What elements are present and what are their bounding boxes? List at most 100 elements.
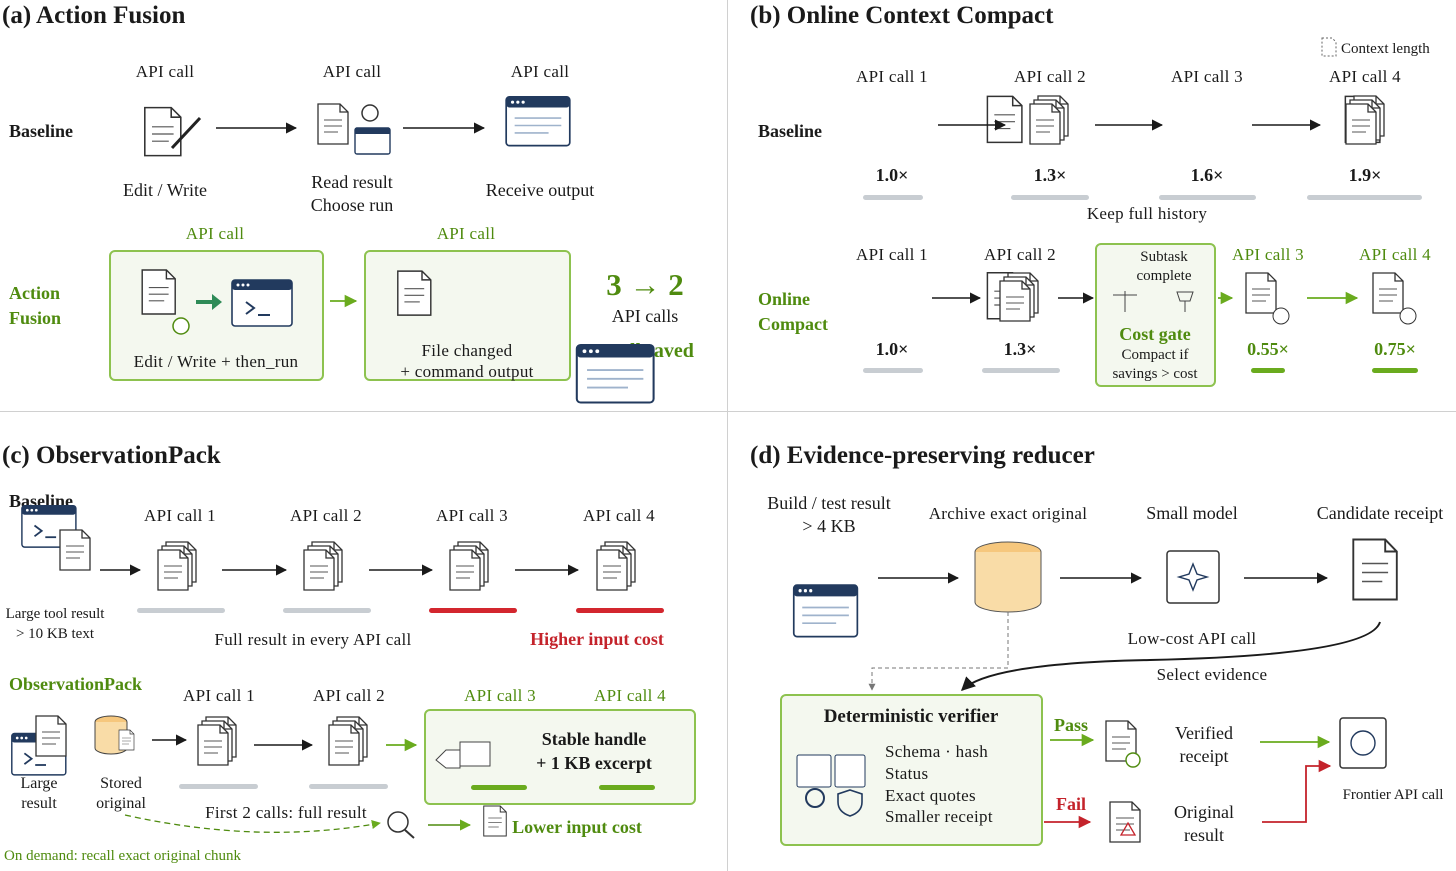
chip-icon [1166,550,1220,604]
subtask-complete: Subtask complete [1136,249,1192,284]
fused-step-output: File changed + command output [400,341,534,381]
compact-context-value: 1.3× [1003,339,1037,359]
candidate-receipt-label: Candidate receipt [1316,503,1444,523]
verifier-title: Deterministic verifier [823,706,999,727]
input-cost-bar [309,784,388,789]
document-stack-icon [158,542,196,590]
compact-context-value: 0.55× [1247,339,1289,359]
verifier-check: Exact quotes [885,786,976,805]
document-alert-icon [1372,272,1417,325]
panel-b-baseline-label: Baseline [758,121,823,141]
terminal-icon [231,279,293,327]
select-evidence-label: Select evidence [1156,665,1268,684]
verifier-check: Status [885,764,929,783]
context-length-legend: Context length [1341,41,1430,57]
low-cost-call-label: Low-cost API call [1127,629,1257,648]
verified-document-icon [1105,720,1141,768]
cost-gate-desc: Compact if savings > cost [1112,347,1198,382]
large-tool-result-label: Large tool result > 10 KB text [5,606,105,642]
full-result-note: Full result in every API call [214,630,412,649]
warning-document-icon [1109,801,1141,843]
online-compact-label: Online Compact [758,289,828,334]
document-stack-icon [597,542,635,590]
magnifier-icon [387,811,415,839]
archive-dashed-arrow [868,667,1008,691]
frontier-chip-icon [1339,717,1387,769]
panel-c-title: (c) ObservationPack [2,442,221,469]
cost-gate-title: Cost gate [1119,324,1191,344]
input-cost-bar [137,608,225,613]
scale-icon [1113,291,1137,312]
file-changed-icon [397,270,432,316]
panel-a-baseline-label: Baseline [9,121,74,141]
database-icon [94,715,135,755]
large-result-label: Large result [20,775,58,812]
verifier-check: Smaller receipt [885,807,993,826]
higher-input-cost: Higher input cost [530,629,664,649]
context-bar [1307,195,1422,200]
cup-icon [1176,291,1194,312]
compact-context-value: 1.0× [875,339,909,359]
gear-icon [805,788,825,808]
document-stack-icon [329,717,367,765]
api-call-label: API call [135,62,195,81]
small-model-label: Small model [1146,503,1238,523]
read-result-icon [317,103,391,155]
cost-gate-box [1095,243,1216,387]
stable-handle-label: Stable handle + 1 KB excerpt [536,729,652,773]
context-bar [1372,368,1418,373]
green-arrow-icon [196,294,222,310]
panel-b-title: (b) Online Context Compact [750,2,1054,29]
api-call-4-label: API call 4 [1329,67,1401,86]
call-count: 3 → 2 [606,267,684,302]
on-demand-recall-note: On demand: recall exact original chunk [4,848,241,864]
original-result-label: Original result [1174,802,1234,845]
step-receive-output: Receive output [485,180,595,200]
api-call-3-label: API call 3 [436,506,508,525]
stored-original-label: Stored original [96,775,146,812]
baseline-context-value: 1.3× [1033,165,1067,185]
verifier-check: Schema · hash [885,742,989,761]
context-length-icon [1321,37,1337,57]
input-cost-bar [179,784,258,789]
receive-output-window-icon [505,96,571,147]
baseline-context-value: 1.0× [875,165,909,185]
archive-original-label: Archive exact original [928,504,1088,523]
shield-check-icon [837,789,863,817]
compact-context-value: 0.75× [1374,339,1416,359]
document-alert-icon [1245,272,1290,325]
api-call-1-label: API call 1 [183,686,255,705]
document-stack-icon [1000,273,1038,321]
api-call-1-label: API call 1 [144,506,216,525]
baseline-context-value: 1.9× [1348,165,1382,185]
observationpack-label: ObservationPack [9,674,142,694]
fail-label: Fail [1056,794,1086,814]
api-call-2-label: API call 2 [1014,67,1086,86]
api-call-4-label: API call 4 [583,506,655,525]
api-call-2-label: API call 2 [313,686,385,705]
context-bar [1159,195,1256,200]
context-bar [1011,195,1089,200]
large-result-icon [10,715,67,776]
document-stack-icon [1030,96,1068,144]
document-stack-icon [450,542,488,590]
context-bar [863,195,923,200]
api-call-label: API call [436,224,496,243]
document-stack-icon [304,542,342,590]
context-bar [863,368,923,373]
first-two-calls-note: First 2 calls: full result [205,803,367,822]
frontier-api-call-label: Frontier API call [1342,787,1444,803]
input-cost-bar [429,608,517,613]
panel-a-title: (a) Action Fusion [2,2,186,29]
api-call-1-label: API call 1 [856,67,928,86]
command-output-window-icon [575,343,655,404]
code-check-icon [796,754,866,788]
api-call-2-label: API call 2 [984,245,1056,264]
fused-step-edit-run: Edit / Write + then_run [133,352,299,371]
api-call-2-label: API call 2 [290,506,362,525]
api-call-4-label: API call 4 [1359,245,1431,264]
build-result-window-icon [792,584,859,638]
context-bar [982,368,1060,373]
tag-icon [435,741,491,769]
